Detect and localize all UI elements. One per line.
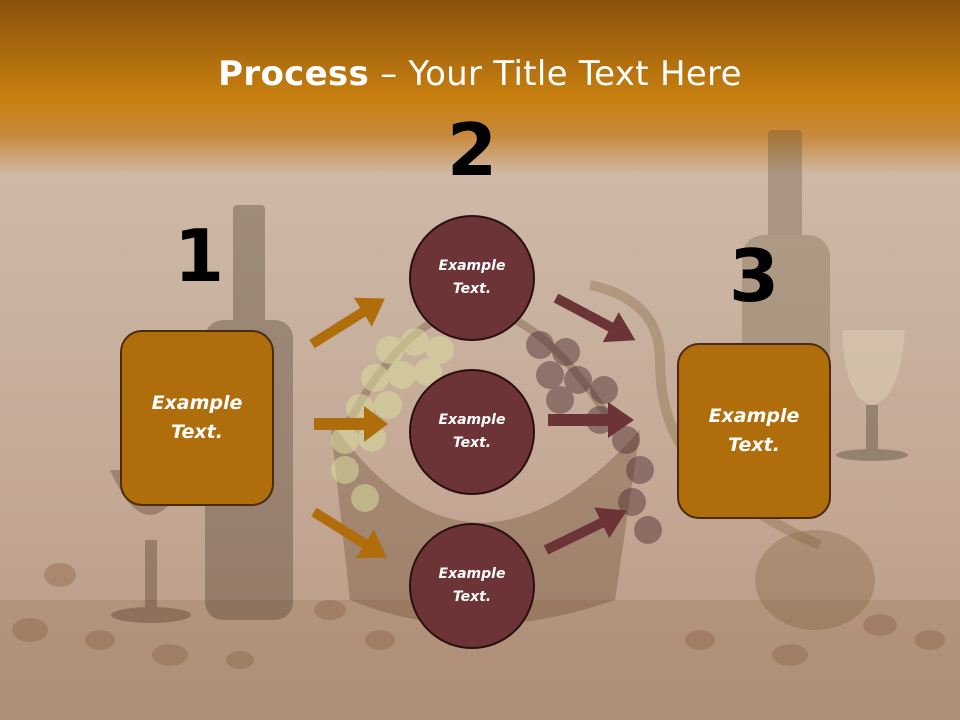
step-2-circle-top[interactable]: Example Text.: [409, 215, 535, 341]
circle-top-line1: Example: [438, 258, 506, 274]
arrow-to-circle-3: [311, 507, 387, 559]
step-3-box-line2: Text.: [728, 434, 780, 456]
step-3-box[interactable]: Example Text.: [677, 343, 831, 519]
arrow-to-circle-2: [314, 406, 388, 442]
green-grapes: [331, 328, 454, 512]
right-arrows: [543, 293, 636, 555]
title-rest: – Your Title Text Here: [369, 54, 742, 94]
circle-middle-line2: Text.: [452, 435, 492, 451]
step-number-1: 1: [173, 214, 225, 298]
scattered-nuts: [12, 563, 945, 669]
step-2-circle-middle[interactable]: Example Text.: [409, 369, 535, 495]
step-2-circle-bottom[interactable]: Example Text.: [409, 523, 535, 649]
circle-bottom-line2: Text.: [452, 589, 492, 605]
circle-bottom-line1: Example: [438, 566, 506, 582]
circle-middle-line1: Example: [438, 412, 506, 428]
arrow-from-circle-3: [543, 507, 627, 555]
title-bold: Process: [218, 54, 370, 94]
arrow-from-circle-1: [553, 293, 636, 343]
step-number-2: 2: [446, 108, 498, 192]
step-1-box[interactable]: Example Text.: [120, 330, 274, 506]
step-1-box-line1: Example: [151, 392, 243, 414]
slide-title: Process – Your Title Text Here: [0, 52, 960, 96]
trumpet-bell: [755, 530, 875, 630]
step-1-box-line2: Text.: [171, 421, 223, 443]
left-arrows: [309, 297, 388, 559]
right-glass: [836, 330, 908, 461]
dark-grapes: [526, 331, 662, 544]
arrow-from-circle-2: [548, 402, 634, 438]
circle-top-line2: Text.: [452, 281, 492, 297]
step-3-box-line1: Example: [708, 405, 800, 427]
step-number-3: 3: [728, 234, 780, 318]
arrow-to-circle-1: [309, 297, 385, 349]
